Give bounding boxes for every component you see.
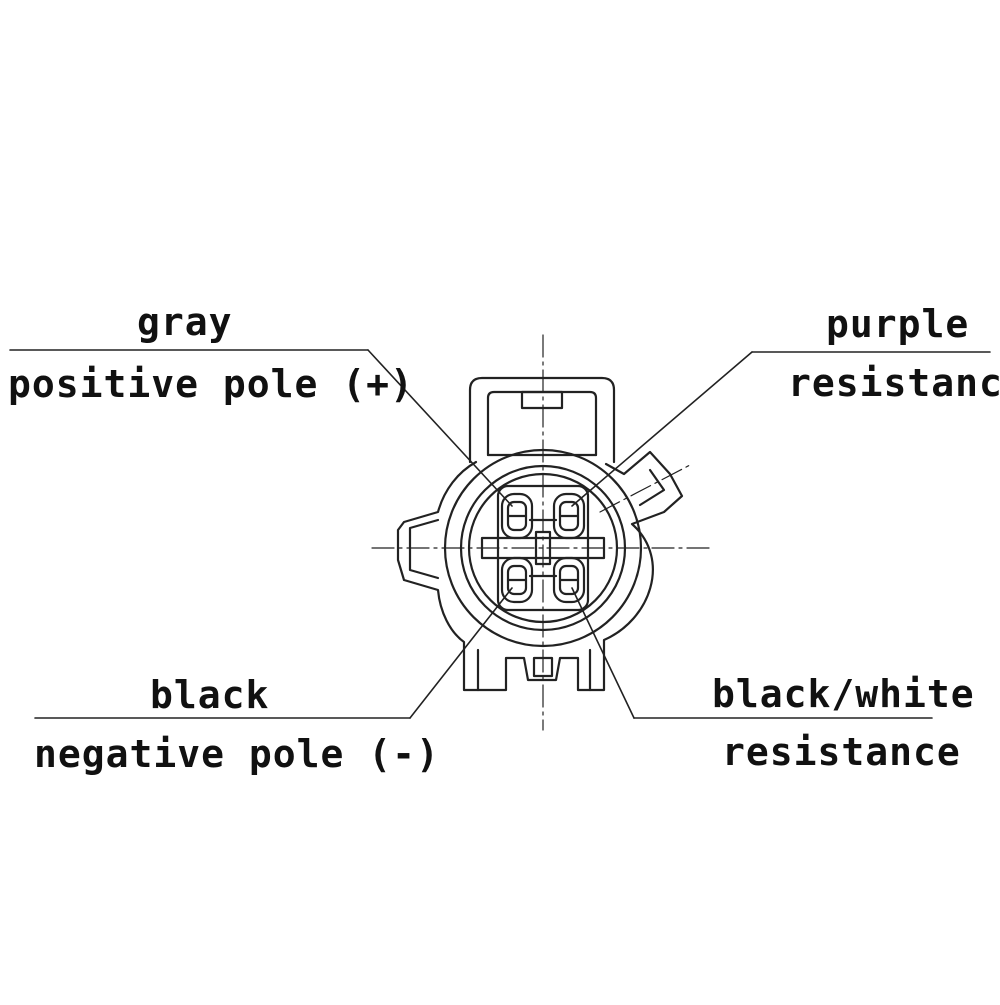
leader-gray (9, 349, 513, 507)
purple-wire-function-label: resistance (788, 361, 1000, 405)
black-wire-function-label: negative pole (-) (34, 732, 440, 776)
leader-purple (571, 351, 991, 507)
gray-wire-color-label: gray (137, 300, 233, 344)
black-wire-color-label: black (150, 673, 270, 717)
terminal-black-white (552, 556, 586, 604)
connector-housing (396, 376, 684, 692)
pin-block (480, 484, 606, 612)
black-white-wire-color-label: black/white (712, 672, 975, 716)
terminal-black (500, 556, 534, 604)
purple-wire-color-label: purple (826, 302, 970, 346)
black-white-wire-function-label: resistance (722, 730, 961, 774)
terminal-purple (552, 492, 586, 540)
gray-wire-function-label: positive pole (+) (8, 362, 414, 406)
leader-black (34, 587, 513, 719)
terminal-gray (500, 492, 534, 540)
